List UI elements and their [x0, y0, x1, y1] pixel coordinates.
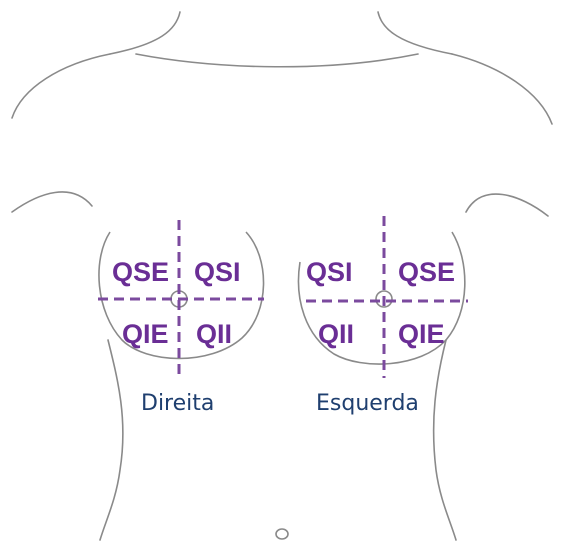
torso-side-left: [100, 340, 123, 540]
left-quadrant-lower-inner: QII: [318, 319, 354, 349]
shoulder-right: [452, 54, 552, 124]
right-side-label: Direita: [141, 391, 214, 416]
armpit-left: [12, 192, 92, 212]
right-quadrant-lower-outer: QIE: [122, 319, 169, 349]
navel: [276, 529, 288, 539]
left-quadrant-upper-inner: QSI: [306, 257, 353, 287]
right-quadrant-lower-inner: QII: [196, 319, 232, 349]
neck-left: [110, 12, 180, 54]
left-breast: QSI QSE QII QIE Esquerda: [298, 216, 468, 416]
armpit-right: [466, 194, 548, 216]
collarbone: [136, 54, 418, 67]
right-quadrant-upper-outer: QSE: [112, 257, 169, 287]
torso-side-right: [434, 340, 456, 540]
left-quadrant-lower-outer: QIE: [398, 319, 445, 349]
neck-right: [378, 12, 452, 54]
torso-outline: [12, 12, 552, 540]
right-breast: QSE QSI QIE QII Direita: [98, 220, 264, 416]
left-side-label: Esquerda: [316, 391, 419, 416]
left-quadrant-upper-outer: QSE: [398, 257, 455, 287]
shoulder-left: [12, 54, 110, 118]
right-quadrant-upper-inner: QSI: [194, 257, 241, 287]
